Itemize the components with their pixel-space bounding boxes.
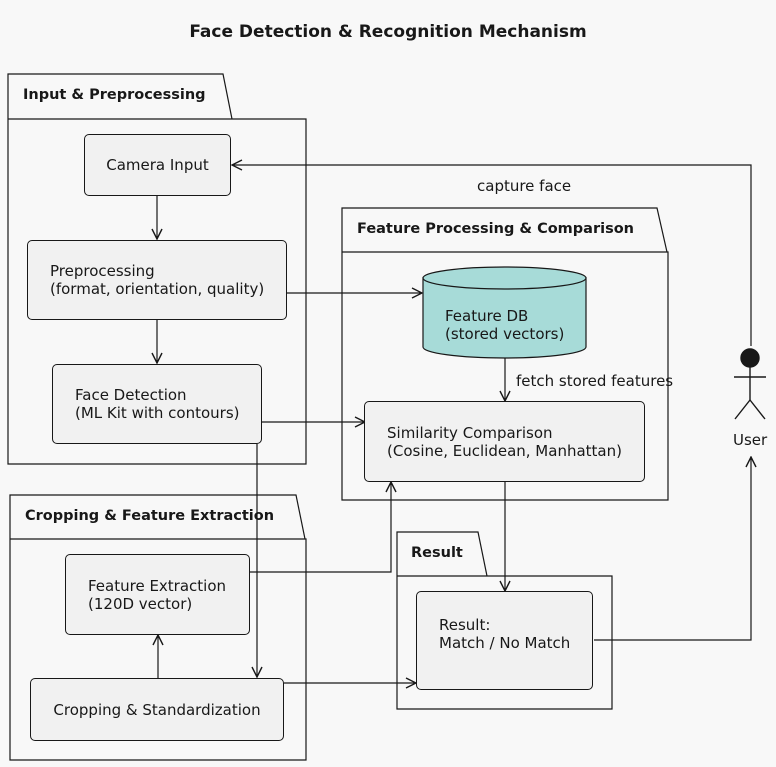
feature-db-detail: (stored vectors) — [445, 325, 565, 343]
package-cropping-frame — [9, 494, 307, 761]
cropping-node: Cropping & Standardization — [30, 678, 284, 741]
preprocessing-detail: (format, orientation, quality) — [50, 280, 265, 298]
package-result-frame — [396, 531, 613, 710]
package-label-feature: Feature Processing & Comparison — [357, 221, 634, 237]
package-label-result: Result — [411, 545, 463, 561]
similarity-title: Similarity Comparison — [387, 423, 553, 442]
edge-result-to-user — [594, 457, 751, 641]
preprocessing-node: Preprocessing (format, orientation, qual… — [27, 240, 287, 320]
package-input-frame — [7, 73, 307, 465]
face-detection-title: Face Detection — [75, 386, 187, 404]
result-detail: Match / No Match — [439, 634, 571, 652]
face-detection-detail: (ML Kit with contours) — [75, 404, 240, 422]
similarity-comparison-node: Similarity Comparison (Cosine, Euclidean… — [364, 401, 645, 482]
edge-user-to-camera — [232, 165, 752, 346]
edge-label-fetch-stored: fetch stored features — [516, 372, 674, 390]
camera-input-label: Camera Input — [106, 156, 209, 174]
user-actor-figure — [734, 348, 766, 420]
package-label-input: Input & Preprocessing — [23, 87, 206, 103]
edge-label-capture-face: capture face — [477, 177, 572, 195]
feature-db-cylinder — [422, 266, 587, 359]
similarity-detail: (Cosine, Euclidean, Manhattan) — [387, 441, 622, 460]
user-actor-label: User — [733, 431, 768, 449]
feature-extraction-title: Feature Extraction — [88, 576, 227, 595]
diagram-title: Face Detection & Recognition Mechanism — [189, 22, 587, 42]
package-label-cropping: Cropping & Feature Extraction — [25, 508, 275, 524]
result-node: Result: Match / No Match — [416, 591, 593, 690]
camera-input-node: Camera Input — [84, 134, 231, 196]
edge-extraction-to-similarity — [250, 482, 391, 573]
feature-db-title: Feature DB — [445, 307, 529, 325]
preprocessing-title: Preprocessing — [50, 262, 155, 280]
cropping-label: Cropping & Standardization — [53, 700, 261, 719]
face-detection-node: Face Detection (ML Kit with contours) — [52, 364, 262, 444]
result-title: Result: — [439, 616, 491, 634]
feature-db-label: Feature DB (stored vectors) — [445, 307, 564, 343]
feature-extraction-detail: (120D vector) — [88, 594, 193, 613]
feature-extraction-node: Feature Extraction (120D vector) — [65, 554, 250, 635]
package-feature-frame — [341, 207, 669, 501]
